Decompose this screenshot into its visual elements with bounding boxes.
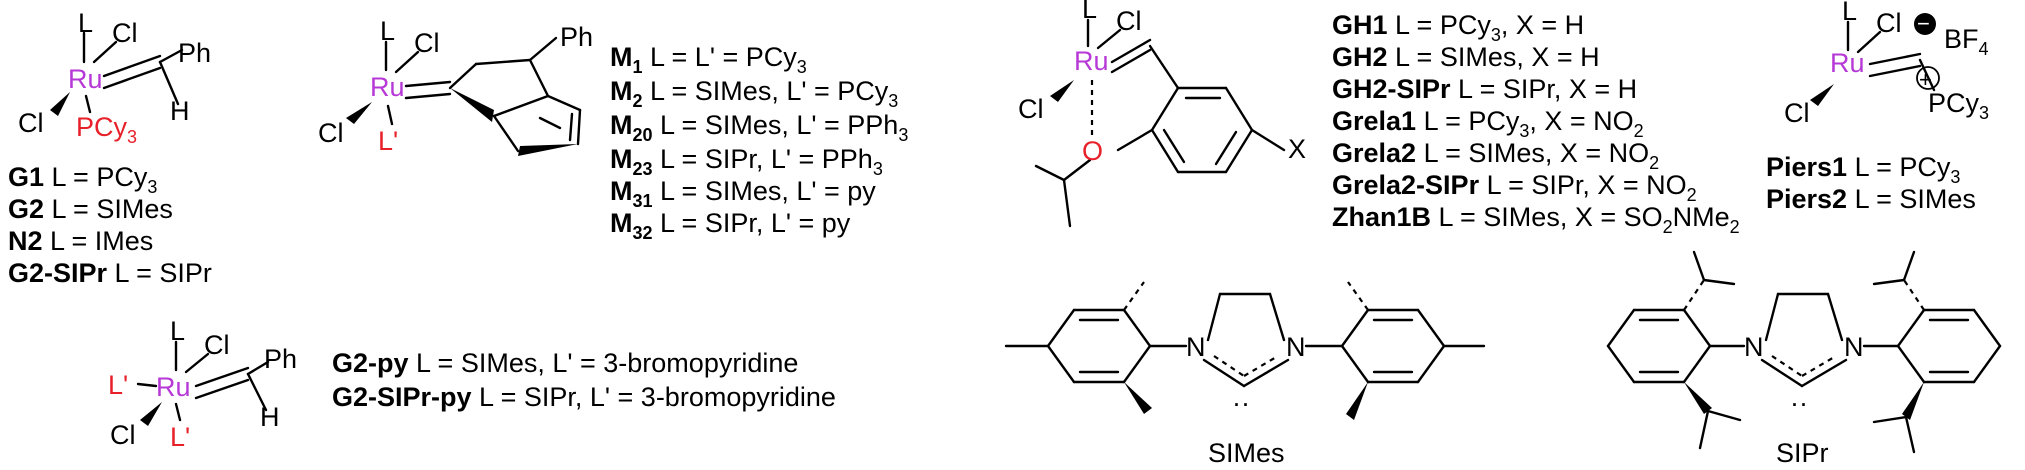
atom-n: N bbox=[1744, 332, 1764, 362]
caption-line: Grela2 L = SIMes, X = NO2 bbox=[1332, 138, 1659, 173]
atom-ru: Ru bbox=[156, 372, 191, 402]
atom-cl: Cl bbox=[1876, 8, 1902, 38]
atom-pcy: PCy3 bbox=[76, 112, 137, 147]
caption-line: G2-SIPr-py L = SIPr, L' = 3-bromopyridin… bbox=[332, 382, 836, 412]
atom-cl: Cl bbox=[1784, 98, 1810, 128]
caption-line: GH1 L = PCy3, X = H bbox=[1332, 10, 1584, 45]
atom-ru: Ru bbox=[68, 64, 103, 94]
atom-cl: Cl bbox=[18, 108, 44, 138]
counterion-bf4: BF4 bbox=[1944, 24, 1989, 59]
charge-minus: − bbox=[1917, 11, 1930, 36]
atom-l: L bbox=[78, 8, 93, 38]
atom-n: N bbox=[1286, 332, 1306, 362]
atom-lp: L' bbox=[170, 422, 190, 452]
caption-line: Grela1 L = PCy3, X = NO2 bbox=[1332, 106, 1644, 141]
atom-cl: Cl bbox=[318, 118, 344, 148]
caption-line: M23 L = SIPr, L' = PPh3 bbox=[610, 144, 883, 179]
caption-line: M32 L = SIPr, L' = py bbox=[610, 208, 851, 243]
caption-line: G2-SIPr L = SIPr bbox=[8, 258, 212, 288]
caption-line: N2 L = IMes bbox=[8, 226, 153, 256]
carbene-lone-pair: ·· bbox=[1790, 388, 1808, 418]
atom-cl: Cl bbox=[112, 18, 138, 48]
atom-cl: Cl bbox=[1116, 6, 1142, 36]
atom-ru: Ru bbox=[1074, 46, 1109, 76]
atom-ru: Ru bbox=[370, 72, 405, 102]
simes-ligand-structure: N N ·· SIMes bbox=[1004, 281, 1486, 468]
caption-line: M1 L = L' = PCy3 bbox=[610, 42, 807, 77]
atom-pcy: PCy3 bbox=[1928, 88, 1989, 123]
atom-n: N bbox=[1844, 332, 1864, 362]
caption-line: M20 L = SIMes, L' = PPh3 bbox=[610, 110, 908, 145]
atom-h: H bbox=[260, 402, 280, 432]
ligand-name-simes: SIMes bbox=[1208, 438, 1285, 468]
hoveyda-structure: L Cl Ru Cl O X bbox=[1018, 0, 1306, 228]
caption-line: Piers1 L = PCy3 bbox=[1766, 152, 1960, 187]
piers-caption: Piers1 L = PCy3 Piers2 L = SIMes bbox=[1766, 152, 1976, 214]
atom-ph: Ph bbox=[560, 22, 593, 52]
atom-l: L bbox=[170, 316, 185, 346]
ligand-name-sipr: SIPr bbox=[1776, 438, 1829, 468]
atom-n: N bbox=[1186, 332, 1206, 362]
atom-x: X bbox=[1288, 134, 1306, 164]
atom-ph: Ph bbox=[178, 38, 211, 68]
charge-plus: + bbox=[1919, 67, 1932, 92]
caption-line: G2-py L = SIMes, L' = 3-bromopyridine bbox=[332, 348, 798, 378]
caption-line: M2 L = SIMes, L' = PCy3 bbox=[610, 76, 898, 111]
hoveyda-caption: GH1 L = PCy3, X = H GH2 L = SIMes, X = H… bbox=[1332, 10, 1740, 237]
atom-o: O bbox=[1082, 136, 1103, 166]
plus-charge-icon bbox=[1916, 66, 1940, 90]
atom-lp: L' bbox=[378, 126, 398, 156]
grubbs-benzylidene-structure: L Cl Ru Ph H Cl PCy3 bbox=[18, 8, 211, 147]
atom-l: L bbox=[1842, 0, 1857, 26]
caption-line: G1 L = PCy3 bbox=[8, 162, 157, 197]
atom-h: H bbox=[170, 96, 190, 126]
atom-lp: L' bbox=[108, 370, 128, 400]
atom-ru: Ru bbox=[1830, 48, 1865, 78]
atom-cl: Cl bbox=[204, 330, 230, 360]
caption-line: Zhan1B L = SIMes, X = SO2NMe2 bbox=[1332, 202, 1740, 237]
caption-line: Grela2-SIPr L = SIPr, X = NO2 bbox=[1332, 170, 1697, 205]
caption-line: GH2 L = SIMes, X = H bbox=[1332, 42, 1600, 72]
atom-cl: Cl bbox=[1018, 94, 1044, 124]
carbene-lone-pair: ·· bbox=[1232, 388, 1250, 418]
caption-line: Piers2 L = SIMes bbox=[1766, 184, 1976, 214]
indenylidene-caption: M1 L = L' = PCy3 M2 L = SIMes, L' = PCy3… bbox=[610, 42, 908, 243]
atom-l: L bbox=[1082, 0, 1097, 24]
pyridine-caption: G2-py L = SIMes, L' = 3-bromopyridine G2… bbox=[332, 348, 836, 412]
grubbs-caption: G1 L = PCy3 G2 L = SIMes N2 L = IMes G2-… bbox=[8, 162, 212, 288]
sipr-ligand-structure: N N ·· SIPr bbox=[1606, 250, 2002, 468]
caption-line: M31 L = SIMes, L' = py bbox=[610, 176, 876, 211]
atom-ph: Ph bbox=[264, 344, 297, 374]
caption-line: GH2-SIPr L = SIPr, X = H bbox=[1332, 74, 1637, 104]
caption-line: G2 L = SIMes bbox=[8, 194, 173, 224]
pyridine-adduct-structure: L Cl Ru L' Ph H Cl L' bbox=[108, 316, 297, 452]
piers-structure: L Cl Ru Cl PCy3 + − BF4 bbox=[1784, 0, 1989, 128]
indenylidene-structure: L Cl Ru Ph Cl L' bbox=[318, 16, 593, 156]
minus-charge-icon bbox=[1914, 13, 1936, 35]
atom-l: L bbox=[380, 16, 395, 46]
atom-cl: Cl bbox=[414, 28, 440, 58]
atom-cl: Cl bbox=[110, 420, 136, 450]
